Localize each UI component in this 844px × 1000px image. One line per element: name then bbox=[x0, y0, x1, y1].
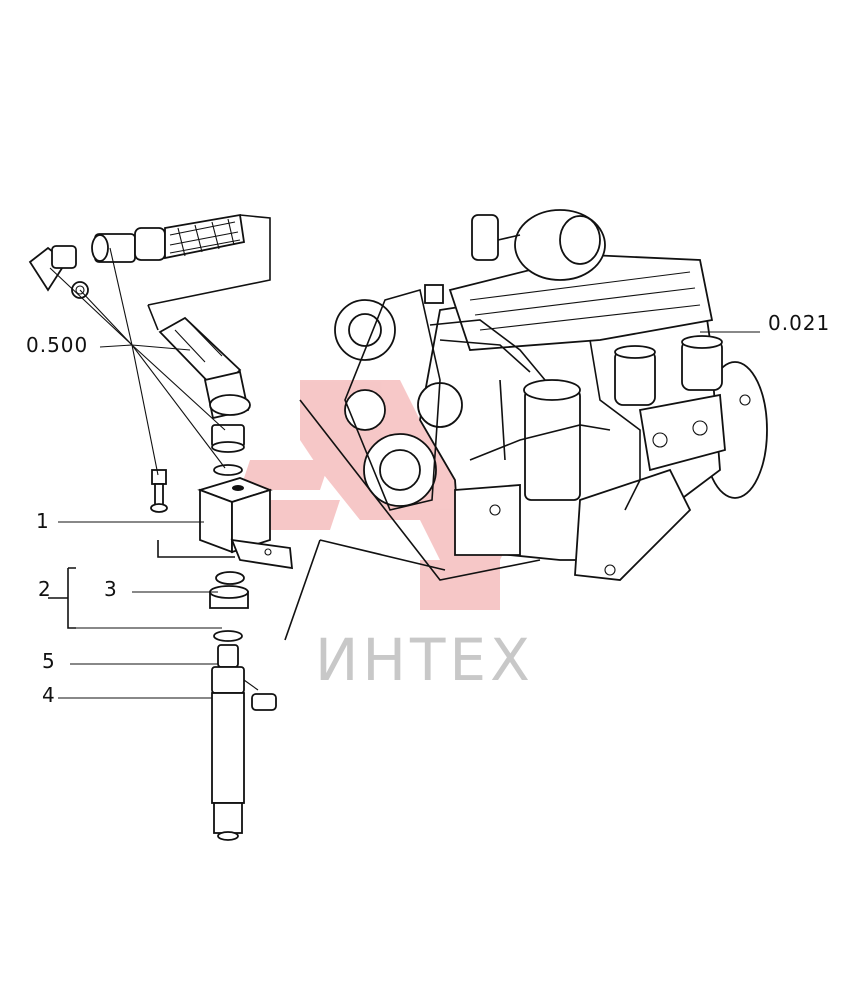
hose-end-part bbox=[158, 316, 251, 420]
callout-1: 1 bbox=[36, 509, 50, 533]
callout-0500: 0.500 bbox=[26, 333, 88, 357]
callout-0021: 0.021 bbox=[768, 311, 830, 335]
callout-3: 3 bbox=[104, 577, 118, 601]
bracket-part bbox=[197, 477, 294, 570]
leader-lines-0500 bbox=[49, 247, 226, 476]
hose-assembly-part bbox=[91, 213, 246, 263]
nut-part bbox=[209, 585, 249, 609]
washer-5 bbox=[213, 630, 243, 642]
engine-assembly bbox=[334, 209, 768, 581]
washer-upper bbox=[213, 464, 243, 476]
callout-4: 4 bbox=[42, 683, 56, 707]
union-nut-part bbox=[211, 424, 245, 453]
callout-5: 5 bbox=[42, 649, 56, 673]
banjo-elbow-part bbox=[28, 245, 89, 299]
watermark-text: ИНТЕХ bbox=[315, 626, 534, 694]
callout-2: 2 bbox=[38, 577, 52, 601]
bolt-part bbox=[150, 469, 168, 513]
washer-3 bbox=[215, 571, 245, 585]
heater-plug-part bbox=[211, 644, 277, 841]
